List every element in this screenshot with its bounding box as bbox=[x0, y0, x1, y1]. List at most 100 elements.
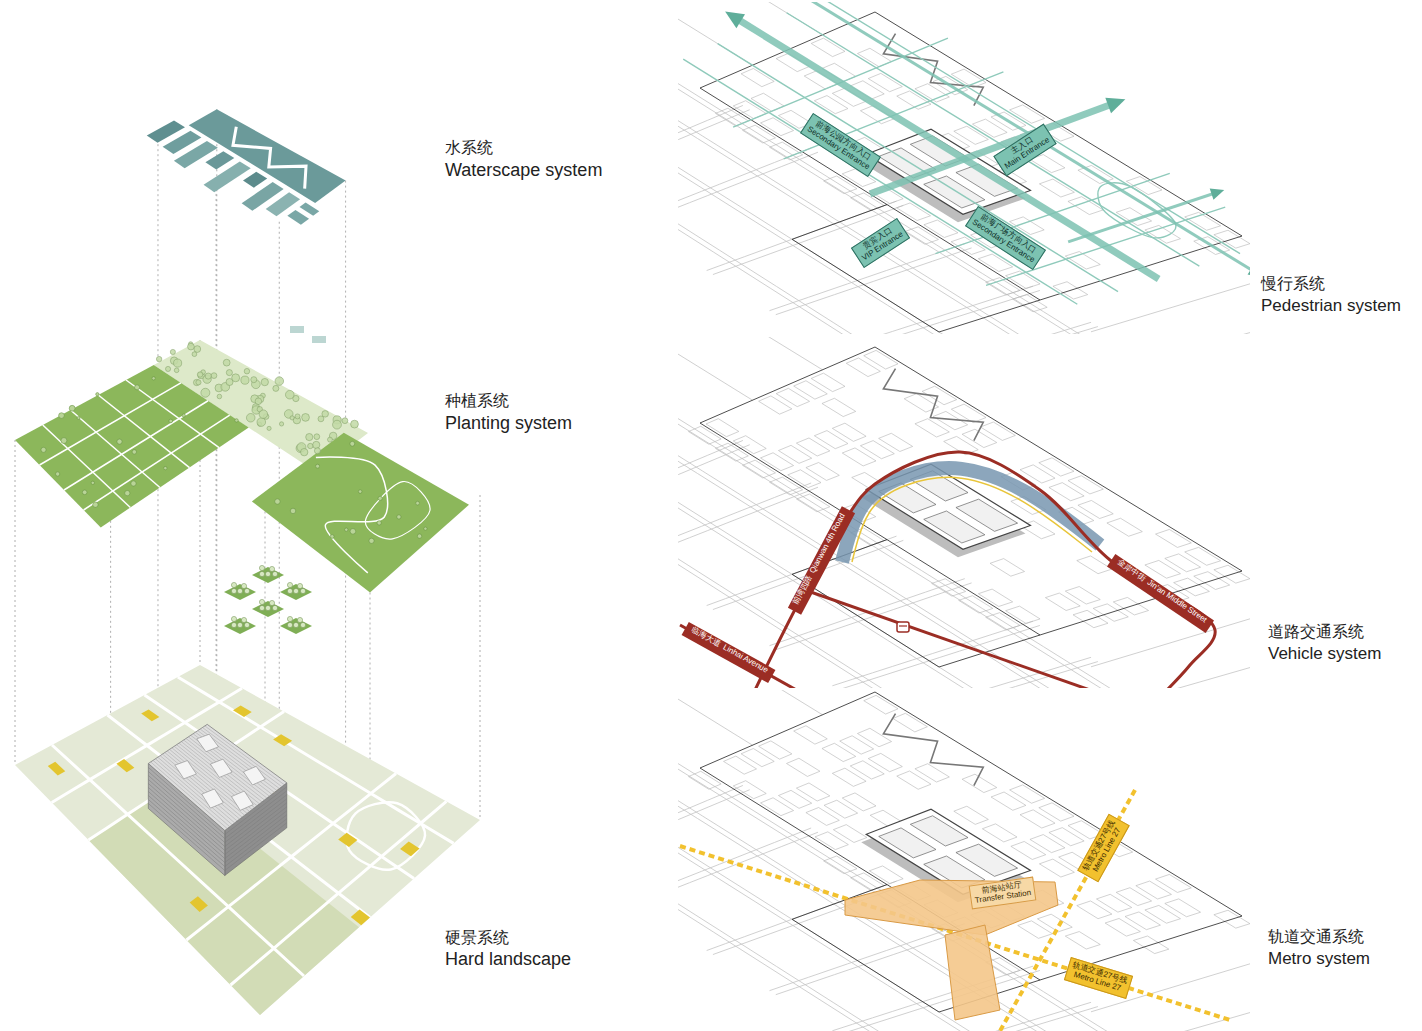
main-walk-axis bbox=[1068, 193, 1216, 242]
water-pool bbox=[287, 210, 309, 225]
building-roof bbox=[148, 724, 286, 830]
roof-hatch bbox=[170, 749, 248, 813]
tree-symbol bbox=[241, 376, 249, 384]
tree-symbol bbox=[174, 359, 182, 367]
tree-crown bbox=[293, 588, 298, 593]
site-path bbox=[778, 790, 811, 808]
main-walk-axis bbox=[776, 2, 1250, 272]
tree-symbol bbox=[156, 356, 161, 361]
system-title: Vehicle system bbox=[1268, 644, 1381, 664]
site-path bbox=[842, 448, 876, 466]
water-strip bbox=[243, 172, 267, 188]
projection-line bbox=[216, 184, 217, 749]
tree-crown bbox=[259, 565, 264, 570]
site-path bbox=[760, 453, 793, 471]
planting-path bbox=[84, 415, 230, 510]
system-title: Pedestrian system bbox=[1261, 296, 1401, 316]
tree-symbol bbox=[302, 414, 310, 422]
site-path bbox=[811, 38, 845, 56]
roof-hatch bbox=[155, 759, 232, 825]
tree-symbol bbox=[424, 527, 427, 530]
system-title: 慢行系统 bbox=[1261, 274, 1325, 293]
tree-symbol bbox=[350, 529, 356, 535]
roof-panel bbox=[202, 789, 224, 808]
tree-symbol bbox=[96, 393, 99, 396]
site-path bbox=[1010, 105, 1045, 123]
street-line bbox=[678, 152, 818, 224]
tree-symbol bbox=[232, 374, 240, 382]
planting-path bbox=[98, 395, 189, 468]
tree-symbol bbox=[235, 419, 238, 422]
tag-text: 金岸中街 bbox=[1115, 557, 1147, 583]
site-path bbox=[897, 91, 931, 109]
system-title: 道路交通系统 bbox=[1268, 622, 1364, 641]
tree-symbol bbox=[152, 377, 155, 380]
tree-symbol bbox=[377, 521, 381, 525]
street-line bbox=[678, 706, 1116, 1031]
site-path bbox=[905, 227, 939, 244]
site-path bbox=[897, 771, 931, 789]
site-path bbox=[951, 237, 985, 254]
tree-symbol bbox=[342, 418, 348, 424]
site-path bbox=[980, 422, 1015, 440]
road-line bbox=[805, 590, 1090, 688]
street-line bbox=[886, 322, 1091, 334]
site-boundary bbox=[700, 12, 1242, 300]
site-path bbox=[962, 774, 997, 792]
tree-symbol bbox=[194, 346, 201, 353]
site-path bbox=[915, 764, 949, 782]
service-lane bbox=[852, 477, 1092, 562]
site-path bbox=[1107, 518, 1142, 536]
street-line bbox=[678, 46, 1063, 334]
site-path bbox=[796, 438, 829, 456]
site-path bbox=[1165, 899, 1201, 917]
tree-symbol bbox=[259, 410, 267, 418]
tree-crown bbox=[297, 617, 302, 622]
site-path bbox=[1049, 483, 1084, 501]
street-line bbox=[678, 828, 811, 900]
site-path bbox=[824, 856, 857, 874]
system-title: Planting system bbox=[445, 413, 572, 435]
site-path bbox=[1039, 458, 1074, 476]
site-path bbox=[850, 761, 884, 779]
tree-symbol bbox=[182, 414, 185, 417]
water-pool bbox=[300, 203, 320, 216]
site-path bbox=[1136, 881, 1172, 899]
site-path bbox=[924, 220, 958, 238]
site-path bbox=[932, 579, 966, 596]
street-line bbox=[792, 205, 1040, 332]
tree-symbol bbox=[285, 390, 294, 399]
water-strip bbox=[204, 161, 251, 192]
site-boundary bbox=[700, 347, 1242, 635]
street-line bbox=[770, 924, 965, 991]
tree-symbol bbox=[131, 481, 136, 486]
arrowhead bbox=[1210, 189, 1225, 200]
street-line bbox=[832, 966, 1033, 1031]
tree-symbol bbox=[117, 439, 122, 444]
water-fragment bbox=[290, 326, 304, 333]
tree-symbol bbox=[333, 420, 342, 429]
site-path bbox=[1068, 476, 1103, 494]
site-path bbox=[733, 781, 766, 799]
site-path bbox=[733, 436, 766, 454]
tree-symbol bbox=[350, 441, 355, 446]
site-path bbox=[1065, 587, 1100, 605]
tree-symbol bbox=[164, 466, 167, 469]
site-path bbox=[1039, 179, 1074, 197]
site-path bbox=[794, 726, 828, 744]
tree-crown bbox=[287, 616, 292, 621]
tree-symbol bbox=[188, 343, 195, 350]
street-line bbox=[1142, 291, 1250, 334]
tree-crown bbox=[272, 605, 277, 610]
street-line bbox=[776, 928, 972, 995]
tree-crown bbox=[287, 622, 292, 627]
map-panel bbox=[678, 690, 1250, 1031]
site-path bbox=[1039, 859, 1074, 877]
tree-crown bbox=[265, 605, 270, 610]
tree-symbol bbox=[322, 411, 329, 418]
street-line bbox=[1091, 257, 1250, 332]
tree-crown bbox=[244, 622, 249, 627]
system-title: 硬景系统 bbox=[445, 928, 509, 947]
site-path bbox=[1020, 810, 1055, 828]
street-line bbox=[678, 690, 1165, 1031]
